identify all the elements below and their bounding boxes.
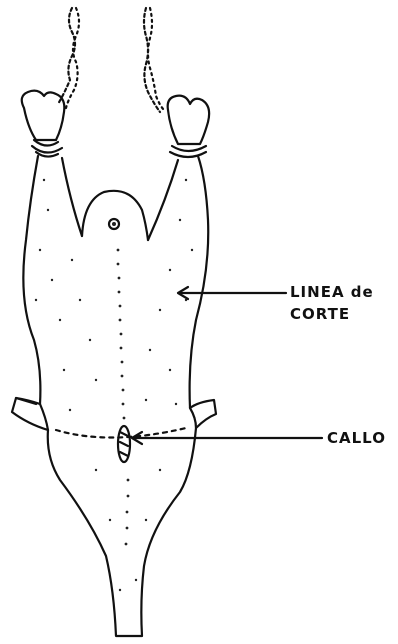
- stippling: [35, 179, 193, 591]
- cutting-line-label: LINEA de: [290, 283, 374, 301]
- left-hoof: [22, 91, 65, 157]
- cutting-line-label-2: CORTE: [290, 305, 350, 323]
- callus-pointer: [132, 432, 322, 444]
- navel-mark: [109, 219, 119, 229]
- right-hoof: [168, 96, 209, 157]
- left-chain: [58, 8, 79, 108]
- cutting-line-dots: [117, 249, 130, 546]
- right-chain: [144, 8, 164, 112]
- callus-label: CALLO: [327, 429, 386, 447]
- callus-mark: [118, 426, 130, 462]
- cutting-line-pointer: [178, 287, 286, 299]
